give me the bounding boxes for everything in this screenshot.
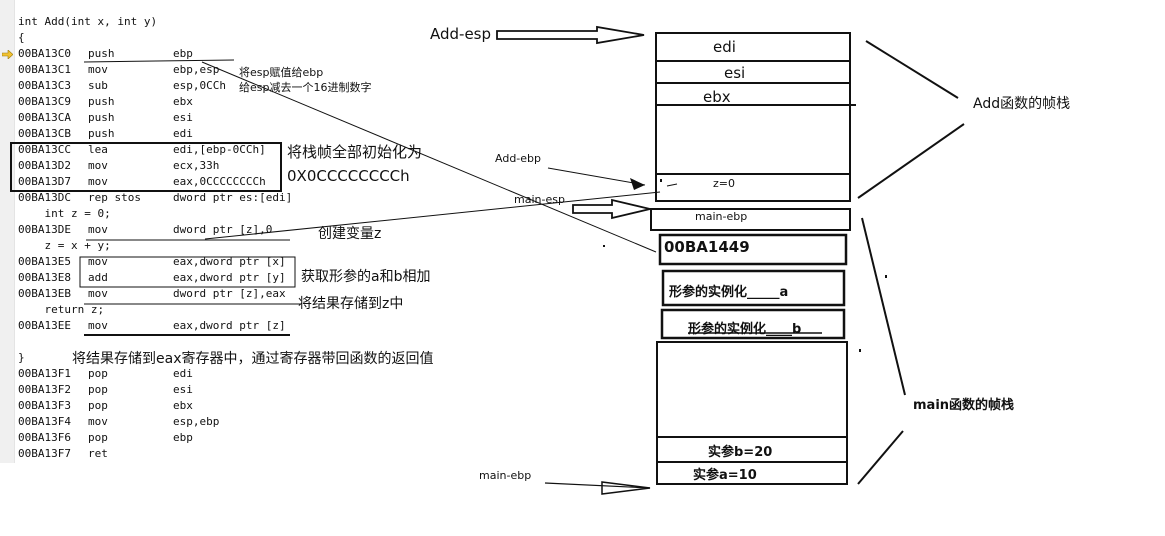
slot-param-a: 形参的实例化_____a <box>669 285 789 300</box>
annotation-store-z: 将结果存储到z中 <box>298 296 404 312</box>
label-main-esp: main-esp <box>514 193 565 206</box>
slot-z: z=0 <box>713 177 735 190</box>
slot-main-ebp: main-ebp <box>695 210 748 223</box>
label-main-ebp: main-ebp <box>479 469 532 482</box>
annotation-init-frame: 将栈帧全部初始化为 <box>287 143 423 161</box>
slot-edi: edi <box>713 38 736 56</box>
annotation-return-eax: 将结果存储到eax寄存器中，通过寄存器带回函数的返回值 <box>72 351 434 367</box>
label-add-ebp: Add-ebp <box>495 152 541 165</box>
slot-return-address: 00BA1449 <box>664 238 750 256</box>
add-instructions-box <box>79 256 296 288</box>
label-add-frame: Add函数的帧栈 <box>973 96 1071 112</box>
breakpoint-gutter[interactable] <box>0 0 15 463</box>
annotation-init-value: 0X0CCCCCCCCh <box>287 167 410 185</box>
label-main-frame: main函数的帧栈 <box>913 398 1015 413</box>
main-frame-column <box>656 341 848 485</box>
slot-ebx: ebx <box>703 88 731 106</box>
add-frame-column <box>655 32 851 202</box>
slot-arg-a: 实参a=10 <box>693 468 757 483</box>
annotation-sub-esp: 给esp减去一个16进制数字 <box>239 81 372 94</box>
annotation-esp-to-ebp: 将esp赋值给ebp <box>239 66 324 79</box>
current-instruction-arrow-icon <box>2 50 13 59</box>
annotation-add-params: 获取形参的a和b相加 <box>301 269 431 285</box>
init-instructions-box <box>10 142 282 192</box>
label-add-esp: Add-esp <box>430 25 492 43</box>
slot-arg-b: 实参b=20 <box>708 445 773 460</box>
annotation-create-z: 创建变量z <box>318 226 382 242</box>
slot-param-b: 形参的实例化____b <box>688 322 802 337</box>
slot-esi: esi <box>724 64 746 82</box>
